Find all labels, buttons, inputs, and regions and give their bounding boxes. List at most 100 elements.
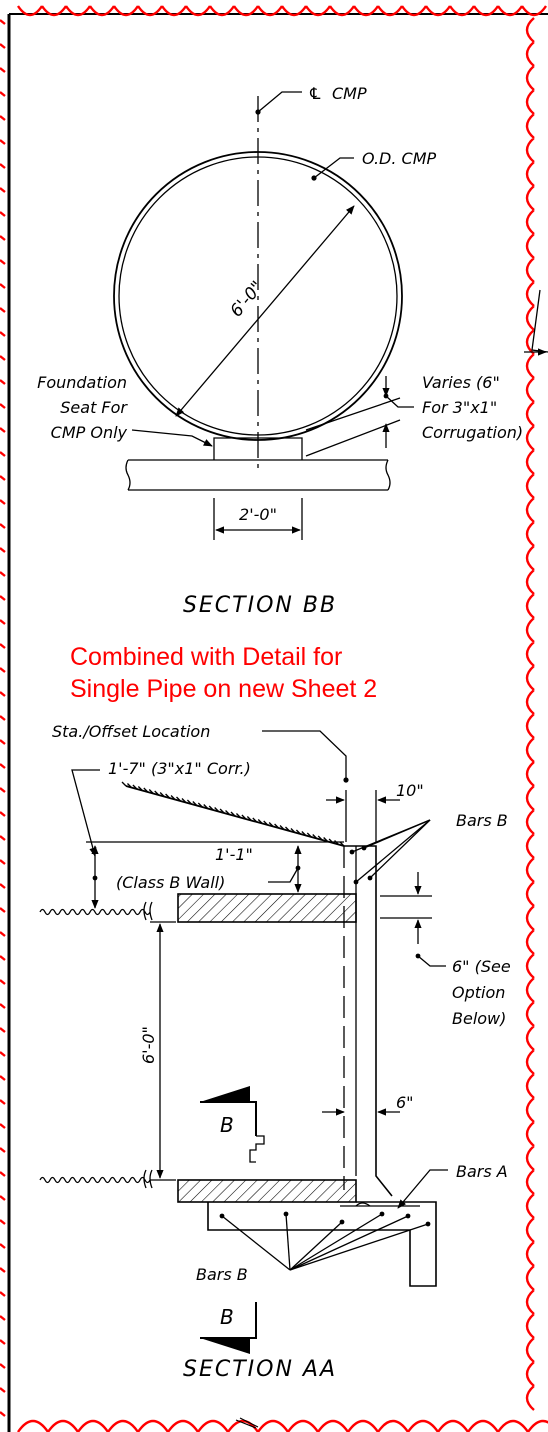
slope-tick	[312, 834, 318, 839]
slope-tick	[246, 816, 252, 821]
class-b-leader	[268, 867, 299, 883]
slope-tick	[301, 831, 307, 836]
width-label: 2'-0"	[239, 505, 277, 524]
slope-tick	[339, 841, 345, 847]
ground-wavy-top	[39, 901, 153, 921]
revision-cloud	[0, 5, 548, 1432]
section-aa	[39, 730, 448, 1339]
option-label-2: Option	[452, 983, 505, 1002]
varies-label-3: Corrugation)	[422, 423, 523, 442]
slope-tick	[235, 813, 241, 818]
revision-note-line-1: Combined with Detail for	[70, 643, 342, 671]
bars-b-top-leader-4	[369, 819, 431, 879]
headwall-outline	[344, 845, 393, 1197]
cl-label: CMP	[332, 84, 367, 103]
height-label: 6'-0"	[139, 1026, 158, 1064]
slope-tick	[274, 823, 280, 829]
slope-tick	[137, 786, 143, 791]
bar-b-bottom-dot	[425, 1221, 431, 1227]
slope-tick	[197, 802, 203, 808]
slope-tick	[159, 792, 165, 797]
class-b-label: (Class B Wall)	[116, 873, 225, 892]
slope-tick	[148, 789, 154, 794]
slope-tick	[192, 801, 198, 806]
depth-label: 1'-7" (3"x1" Corr.)	[108, 759, 251, 778]
od-leader	[313, 157, 354, 179]
foundation-label-1: Foundation	[37, 373, 127, 392]
slope-tick	[208, 805, 214, 811]
slope-tick	[306, 832, 312, 838]
bars-b-bottom-leader	[289, 1215, 409, 1271]
foundation-label-2: Seat For	[60, 398, 128, 417]
option-label-3: Below)	[452, 1009, 506, 1028]
option-label-1: 6" (See	[452, 957, 511, 976]
bars-b-top-label: Bars B	[456, 811, 508, 830]
bars-a-label: Bars A	[456, 1162, 508, 1181]
slope-tick	[285, 826, 290, 832]
bars-b-bottom-leaders	[219, 1211, 431, 1271]
slope-tick	[126, 783, 132, 788]
slope-tick	[268, 822, 274, 827]
bars-b-bottom-leader	[221, 1215, 291, 1271]
slope-tick	[121, 781, 127, 787]
diameter-dimension-line	[175, 205, 355, 417]
dim-10-label: 10"	[396, 781, 424, 800]
bottom-stray-mark	[235, 1417, 259, 1429]
bar-b-dot-2	[361, 845, 367, 851]
varies-label-1: Varies (6"	[422, 373, 500, 392]
foundation-leader	[131, 429, 213, 447]
section-arrow-bottom	[200, 1338, 250, 1354]
slope-tick	[317, 835, 323, 841]
slope-tick	[170, 795, 176, 800]
revision-note-line-2: Single Pipe on new Sheet 2	[70, 675, 377, 703]
slope-tick	[241, 814, 247, 820]
foundation-label-3: CMP Only	[51, 423, 128, 442]
keyway	[355, 1202, 371, 1207]
slope-tick	[252, 817, 258, 823]
bottom-slab	[177, 1179, 357, 1203]
top-slab	[177, 893, 357, 923]
bars-b-bottom-leader	[289, 1213, 383, 1271]
slope-tick	[279, 825, 285, 830]
cmp-pipe-inner	[118, 156, 398, 436]
varies-leader	[385, 395, 414, 408]
bars-b-top-leader-2	[363, 819, 431, 849]
od-label: O.D. CMP	[362, 149, 437, 168]
dim-1-1-label: 1'-1"	[215, 845, 253, 864]
slope-tick	[176, 796, 181, 802]
bar-b-bottom-dot	[379, 1211, 385, 1217]
slope-tick	[143, 787, 149, 793]
ground-wavy-bottom	[39, 1169, 153, 1189]
sta-offset-label: Sta./Offset Location	[52, 722, 210, 741]
edge-detail	[531, 289, 548, 353]
bars-b-bottom-leader	[289, 1223, 429, 1271]
slope-tick	[219, 808, 225, 814]
section-arrow-top	[200, 1086, 250, 1102]
section-bb-title: SECTION BB	[183, 593, 337, 618]
section-letter-bottom: B	[220, 1305, 234, 1329]
bars-a-leader	[397, 1169, 448, 1209]
ground-break-right	[385, 459, 391, 491]
slope-tick	[203, 804, 209, 809]
dim-6-label: 6"	[396, 1093, 414, 1112]
slope-tick	[165, 793, 171, 799]
slope-hatching	[121, 781, 345, 847]
bar-b-bottom-dot	[405, 1213, 411, 1219]
centerline-leader	[257, 91, 302, 113]
bars-b-bottom-leader	[285, 1213, 291, 1271]
depth-dimension-dot	[92, 875, 98, 881]
sta-offset-dot	[343, 777, 349, 783]
slope-tick	[154, 790, 160, 796]
cmp-pipe-outer	[113, 151, 403, 441]
slope-tick	[323, 837, 329, 842]
varies-label-2: For 3"x1"	[422, 398, 497, 417]
section-cut-break	[249, 1135, 265, 1163]
ground-break-left	[125, 459, 131, 491]
revision-cloud-left-ticks	[0, 19, 6, 1417]
slope-tick	[225, 810, 231, 815]
option-leader	[417, 955, 446, 967]
section-aa-title: SECTION AA	[183, 1357, 337, 1382]
slope-tick	[186, 799, 192, 805]
foundation-seat	[213, 437, 303, 460]
